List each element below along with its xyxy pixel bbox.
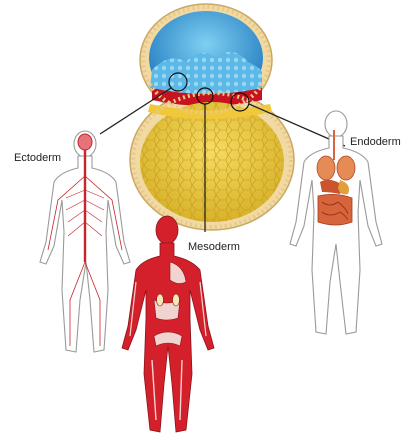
mesoderm-label: Mesoderm bbox=[188, 242, 240, 253]
embryo-illustration bbox=[130, 4, 294, 230]
endoderm-label: Endoderm bbox=[350, 137, 401, 148]
ectoderm-label: Ectoderm bbox=[14, 153, 61, 164]
endoderm-cells bbox=[140, 102, 284, 222]
nervous-system bbox=[48, 134, 122, 346]
ectoderm-figure bbox=[40, 131, 130, 352]
